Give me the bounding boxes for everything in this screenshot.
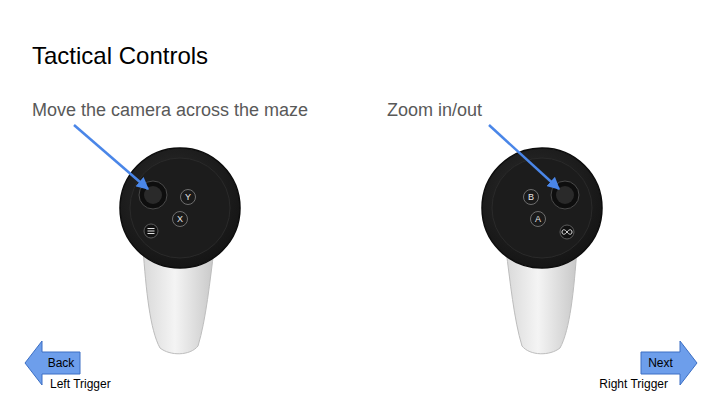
meta-button [560, 225, 574, 239]
button-circle: A [530, 211, 546, 227]
button-circle: Y [180, 189, 196, 205]
button-letter: B [524, 190, 538, 204]
meta-icon [562, 230, 572, 235]
button-label: Back [42, 352, 80, 374]
leader-arrow [74, 125, 148, 189]
trigger-caption: Right Trigger [599, 377, 668, 391]
button-letter: X [173, 212, 187, 226]
button-letter: Y [181, 190, 195, 204]
trigger-caption: Left Trigger [50, 377, 111, 391]
button-label: Next [641, 352, 680, 374]
callout-label: Zoom in/out [387, 100, 482, 121]
button-circle: B [523, 189, 539, 205]
callout-label: Move the camera across the maze [32, 100, 308, 121]
right-controller [482, 148, 602, 354]
menu-icon [148, 229, 155, 234]
button-letter: A [531, 212, 545, 226]
leader-arrow [489, 125, 559, 189]
page-title: Tactical Controls [32, 42, 208, 70]
controller-ring [482, 148, 602, 268]
menu-button [144, 224, 158, 238]
controller-face [130, 158, 230, 258]
button-circle: X [172, 211, 188, 227]
controller-ring [120, 148, 240, 268]
nav-arrow: NextRight Trigger [640, 340, 698, 386]
nav-arrow: BackLeft Trigger [24, 340, 82, 386]
